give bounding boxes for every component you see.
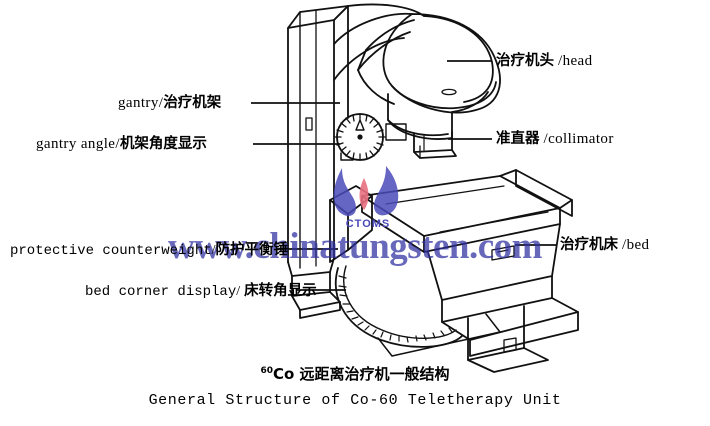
caption-english: General Structure of Co-60 Teletherapy U…	[148, 392, 562, 409]
label-bed-sep: /	[622, 237, 627, 253]
label-bed-cn: 治疗机床	[560, 237, 618, 253]
label-bed-corner-cn: 床转角显示	[244, 283, 317, 299]
label-gantry-en: gantry	[118, 95, 159, 111]
label-collimator: 准直器/collimator	[496, 131, 614, 147]
label-gantry: gantry/治疗机架	[118, 95, 221, 111]
label-counterweight-en: protective counterweight	[10, 243, 212, 259]
label-head: 治疗机头/head	[496, 53, 593, 69]
label-head-en: head	[562, 53, 593, 69]
label-bed-en: bed	[626, 237, 650, 253]
label-protective-counterweight: protective counterweight/防护平衡锤	[10, 242, 288, 258]
label-collimator-en: collimator	[548, 131, 614, 147]
label-gantry-sep: /	[158, 95, 164, 111]
caption-chinese-text: Co 远距离治疗机一般结构	[272, 365, 450, 383]
label-gantry-angle: gantry angle/机架角度显示	[36, 136, 207, 152]
label-gantry-angle-sep: /	[115, 136, 120, 152]
label-collimator-cn: 准直器	[496, 131, 540, 147]
label-head-cn: 治疗机头	[496, 53, 554, 69]
label-counterweight-cn: 防护平衡锤	[215, 242, 289, 258]
label-gantry-angle-en: gantry angle	[36, 136, 116, 152]
caption-chinese: 60Co 远距离治疗机一般结构	[0, 363, 710, 384]
label-bed-corner-en: bed corner display	[85, 284, 237, 300]
label-bed-corner-sep: /	[236, 284, 241, 299]
label-head-sep: /	[558, 53, 563, 69]
label-collimator-sep: /	[543, 131, 549, 147]
caption-superscript: 60	[260, 366, 273, 376]
label-bed-corner-display: bed corner display/床转角显示	[85, 283, 317, 299]
label-counterweight-sep: /	[211, 243, 216, 258]
label-gantry-cn: 治疗机架	[163, 95, 222, 111]
label-bed: 治疗机床/bed	[560, 237, 649, 253]
label-gantry-angle-cn: 机架角度显示	[119, 136, 207, 152]
